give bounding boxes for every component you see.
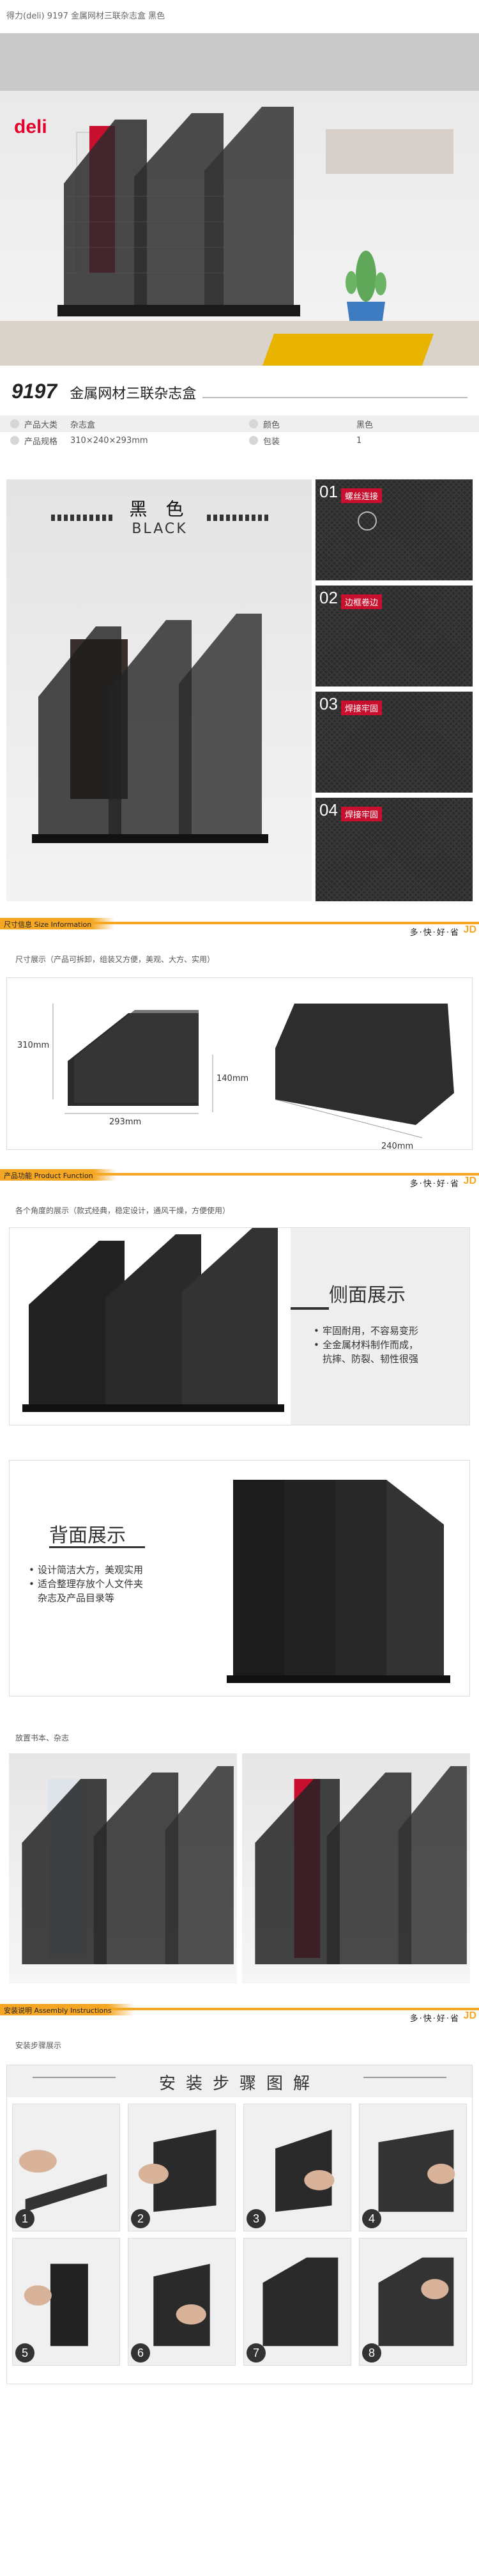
detail-03: 03 焊接牢固 bbox=[316, 692, 473, 793]
width-dimension: 240mm bbox=[381, 1142, 414, 1151]
bullet-icon bbox=[249, 436, 258, 445]
usage-note: 放置书本、杂志 bbox=[15, 1734, 70, 1742]
magazine-holder-image bbox=[32, 614, 268, 843]
side-view-image bbox=[10, 1228, 291, 1425]
brand-logo: deli bbox=[14, 116, 47, 137]
notepad bbox=[262, 334, 434, 366]
depth-dimension: 293mm bbox=[109, 1117, 142, 1127]
size-diagram: 310mm 293mm 140mm 240mm bbox=[6, 977, 473, 1151]
function-note: 各个角度的展示（款式经典，稳定设计，通风干燥，方便使用） bbox=[15, 1206, 231, 1215]
screw-highlight bbox=[358, 511, 377, 531]
hero-image: deli bbox=[0, 33, 479, 366]
side-dimension: 140mm bbox=[217, 1074, 249, 1083]
bullet-icon bbox=[10, 436, 19, 445]
install-note: 安装步骤展示 bbox=[15, 2041, 62, 2050]
usage-image-books bbox=[9, 1753, 237, 1983]
bullet-icon bbox=[249, 419, 258, 428]
craft-section: 黑 色 BLACK 01 螺丝连接 02 边框卷边 03 焊接牢 bbox=[0, 479, 479, 901]
install-step: 8 bbox=[359, 2238, 467, 2366]
install-step: 1 bbox=[12, 2104, 120, 2231]
breadcrumb: 得力(deli) 9197 金属网材三联杂志盒 黑色 bbox=[6, 12, 165, 21]
usage-gallery bbox=[9, 1753, 470, 1983]
back-view-panel: 背面展示 设计简洁大方，美观实用 适合整理存放个人文件夹 杂志及产品目录等 bbox=[9, 1460, 470, 1696]
model-number: 9197 bbox=[11, 380, 57, 403]
install-step: 6 bbox=[128, 2238, 236, 2366]
spec-row: 产品规格 310×240×293mm 包装 1 bbox=[0, 432, 479, 449]
install-title: 安装步骤图解 bbox=[7, 2065, 472, 2097]
install-step: 4 bbox=[359, 2104, 467, 2231]
bullet-icon bbox=[10, 419, 19, 428]
product-detail-page: 得力(deli) 9197 金属网材三联杂志盒 黑色 deli bbox=[0, 0, 479, 2384]
size-note: 尺寸展示（产品可拆卸，组装又方便，美观、大方、实用） bbox=[15, 955, 215, 964]
install-step: 7 bbox=[243, 2238, 351, 2366]
cactus-pot bbox=[346, 251, 386, 334]
section-header-install: 安装说明 Assembly Instructions 多·快·好·省 JD bbox=[0, 2004, 479, 2024]
detail-01: 01 螺丝连接 bbox=[316, 479, 473, 580]
product-name: 金属网材三联杂志盒 bbox=[70, 386, 197, 402]
side-view-panel: 侧面展示 牢固耐用，不容易变形 全金属材料制作而成， 抗摔、防裂、韧性很强 bbox=[9, 1227, 470, 1425]
magazine-holder-image bbox=[57, 107, 300, 316]
jd-logo: JD bbox=[463, 1175, 476, 1186]
install-steps: 安装步骤图解 1 2 3 4 5 6 7 8 bbox=[6, 2065, 473, 2384]
back-view-image bbox=[201, 1461, 469, 1696]
section-header-size: 尺寸信息 Size Information 多·快·好·省 JD bbox=[0, 918, 479, 938]
product-title: 9197 金属网材三联杂志盒 bbox=[0, 366, 479, 410]
detail-04: 04 焊接牢固 bbox=[316, 798, 473, 901]
section-header-function: 产品功能 Product Function 多·快·好·省 JD bbox=[0, 1169, 479, 1189]
jd-logo: JD bbox=[463, 2010, 476, 2021]
back-view-text: 背面展示 设计简洁大方，美观实用 适合整理存放个人文件夹 杂志及产品目录等 bbox=[10, 1461, 201, 1696]
spec-table: 产品大类 杂志盒 颜色 黑色 产品规格 310×240×293mm 包装 1 bbox=[0, 415, 479, 449]
black-color-image: 黑 色 BLACK bbox=[6, 479, 312, 901]
spec-row: 产品大类 杂志盒 颜色 黑色 bbox=[0, 415, 479, 432]
side-view-text: 侧面展示 牢固耐用，不容易变形 全金属材料制作而成， 抗摔、防裂、韧性很强 bbox=[291, 1228, 469, 1425]
install-step: 3 bbox=[243, 2104, 351, 2231]
install-step: 2 bbox=[128, 2104, 236, 2231]
picture-frame bbox=[326, 129, 453, 174]
color-heading: 黑 色 BLACK bbox=[51, 495, 268, 537]
usage-image-magazines bbox=[242, 1753, 470, 1983]
height-dimension: 310mm bbox=[17, 1041, 50, 1050]
jd-logo: JD bbox=[463, 924, 476, 935]
install-step: 5 bbox=[12, 2238, 120, 2366]
detail-02: 02 边框卷边 bbox=[316, 586, 473, 687]
